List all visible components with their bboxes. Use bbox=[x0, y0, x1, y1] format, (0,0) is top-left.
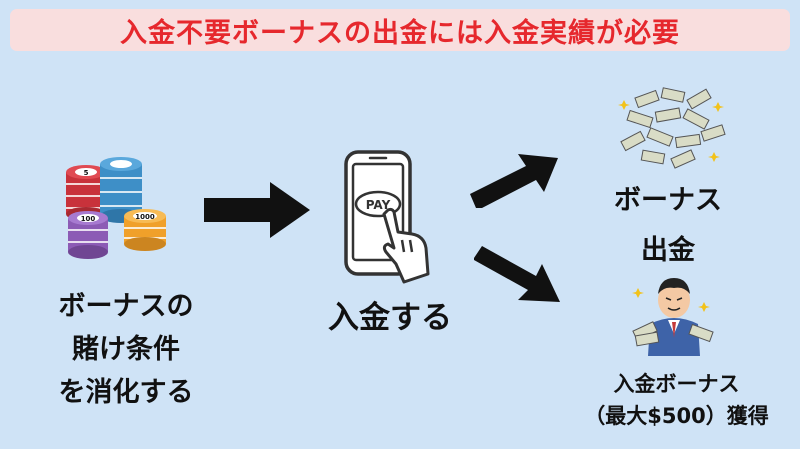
deposit-bonus-line-1: 入金ボーナス bbox=[613, 372, 740, 396]
businessman-money-icon bbox=[632, 278, 714, 356]
deposit-step-label: 入金する bbox=[328, 300, 452, 336]
chip-label: 100 bbox=[81, 215, 96, 223]
deposit-bonus-line-2: （最大$500）獲得 bbox=[584, 404, 769, 428]
arrow-up-right-icon bbox=[470, 154, 558, 208]
arrow-right-icon bbox=[204, 182, 310, 238]
chip-label: 1000 bbox=[135, 213, 155, 221]
arrow-down-right-icon bbox=[474, 246, 560, 302]
wagering-line-1: ボーナスの bbox=[58, 291, 194, 322]
wagering-step-label: ボーナスの 賭け条件 を消化する bbox=[18, 285, 234, 414]
smartphone-pay-icon: PAY bbox=[344, 150, 430, 284]
deposit-bonus-label: 入金ボーナス （最大$500）獲得 bbox=[553, 368, 800, 432]
pay-text: PAY bbox=[366, 198, 391, 212]
page-title: 入金不要ボーナスの出金には入金実績が必要 bbox=[120, 17, 680, 49]
cashout-line-2: 出金 bbox=[641, 235, 695, 266]
cashout-label: ボーナス 出金 bbox=[588, 176, 748, 276]
casino-chips-icon: 5 100 1000 bbox=[66, 157, 166, 259]
wagering-line-3: を消化する bbox=[58, 377, 194, 408]
wagering-line-2: 賭け条件 bbox=[72, 334, 180, 365]
chip-label: 5 bbox=[84, 169, 89, 177]
cashout-line-1: ボーナス bbox=[614, 185, 722, 216]
title-banner: 入金不要ボーナスの出金には入金実績が必要 bbox=[10, 9, 790, 51]
money-shower-icon bbox=[618, 87, 726, 169]
